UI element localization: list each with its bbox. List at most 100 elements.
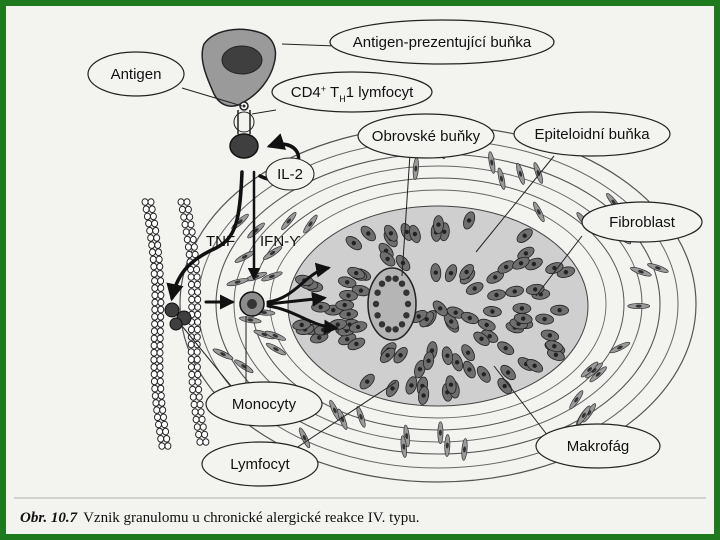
epithelioid-cell [405,376,418,395]
epithelioid-cell [497,378,513,395]
fibroblast-cell [630,266,652,277]
epithelioid-cell [432,300,448,317]
epithelioid-cell [476,365,491,383]
tnf-arrow [166,170,244,302]
epithelioid-cell [540,329,560,342]
callout-macrophage: Makrofág [535,423,661,469]
epithelioid-cell [463,360,476,379]
epithelioid-cell [311,301,330,313]
fibroblast-cell [264,330,287,341]
label-il2: IL-2 [277,166,303,183]
label-giant-cells: Obrovské buňky [372,128,481,145]
epithelioid-cell [465,282,484,295]
fibroblast-cell [329,400,341,421]
epithelioid-cell [483,306,502,317]
giant-cell-nucleus [378,280,386,287]
epithelioid-cell [409,224,421,244]
fibroblast-cells [212,136,669,461]
callout-lymphocyte: Lymfocyt [201,441,319,487]
epithelioid-cell [512,302,532,314]
macrophage-arrow-mid [266,291,327,307]
epithelioid-cell [497,260,515,274]
epithelioid-cell [477,318,496,331]
antigen-presenting-cell [201,28,277,111]
label-antigen: Antigen [111,66,162,83]
epithelioid-cell [497,341,515,355]
pointer-lines [181,43,583,473]
epithelioid-cell [451,353,464,372]
epithelioid-cell [384,224,398,242]
epithelioid-cell [339,308,359,320]
label-ifn: IFN-ϒ [260,233,301,250]
epithelioid-cell [433,215,444,234]
epithelioid-cell [441,346,453,365]
fibroblast-cell [261,271,283,282]
epithelioid-cell [423,351,435,371]
label-tnf: TNF [206,233,235,250]
callout-il2: IL-2 [265,157,315,191]
fibroblast-cell [532,201,545,223]
epithelioid-cell [348,321,368,333]
fibroblast-cell [234,359,254,374]
epithelioid-cell [360,225,376,242]
fibroblast-cell [265,342,286,356]
epithelioid-cell [347,266,366,280]
fibroblast-cell [400,435,408,458]
callout-apc: Antigen-prezentující buňka [329,19,555,65]
epithelioid-cell [338,276,357,288]
epithelioid-cell [379,251,396,267]
epithelioid-cell [545,340,564,353]
label-lymphocyte: Lymfocyt [230,456,290,473]
label-epithelioid: Epiteloidní buňka [534,126,650,143]
epithelioid-cell [430,263,442,282]
fibroblast-cell [569,390,584,410]
fibroblast-cell [461,438,468,461]
epithelioid-cell [545,262,564,275]
callout-monocytes: Monocyty [205,381,323,427]
epithelioid-cell [535,313,554,325]
epithelioid-cell [461,344,475,362]
label-monocytes: Monocyty [232,396,297,413]
granuloma-diagram: Antigen-prezentující buňka Antigen CD4+T… [14,19,706,526]
giant-cell-nucleus [398,321,406,328]
giant-cell-nucleus [404,300,412,308]
giant-cell-nucleus [372,300,380,308]
fibroblast-cell [589,366,607,383]
giant-cell-nucleus [392,275,399,282]
vessel-left [141,198,172,450]
fibroblast-cell [263,246,283,260]
fibroblast-cell [609,341,631,354]
fibroblast-cell [497,167,506,190]
fibroblast-cell [627,303,651,310]
emigrating-cells [164,302,192,331]
giant-cell-nucleus [378,321,386,328]
epithelioid-cells [292,211,576,405]
giant-cell-nucleus [374,289,381,296]
giant-cell [367,267,417,341]
callout-fibroblast: Fibroblast [581,201,703,243]
giant-cell-nucleus [385,275,392,282]
giant-cell-nucleus [374,312,381,319]
epithelioid-cell [500,364,516,381]
epithelioid-cell [418,386,430,405]
epithelioid-cell [292,319,312,331]
epithelioid-cell [379,347,396,363]
blood-vessels [141,198,210,450]
epithelioid-cell [443,313,459,330]
epithelioid-cell [546,348,565,361]
fibroblast-cell [647,263,669,273]
label-macrophage: Makrofág [567,438,630,455]
epithelioid-cell [347,337,366,351]
epithelioid-cell [459,263,474,281]
fibroblast-cell [298,427,311,449]
epithelioid-cell [351,284,371,297]
th1-lymphocyte [229,110,259,159]
epithelioid-cell [444,264,458,283]
macrophage-arrow-down [266,304,339,335]
fibroblast-cell [412,157,419,180]
label-fibroblast: Fibroblast [609,214,676,231]
epithelioid-cell [463,211,476,230]
fibroblast-cell [488,151,496,174]
fibroblast-cell [356,406,366,428]
giant-cell-nucleus [392,326,399,333]
